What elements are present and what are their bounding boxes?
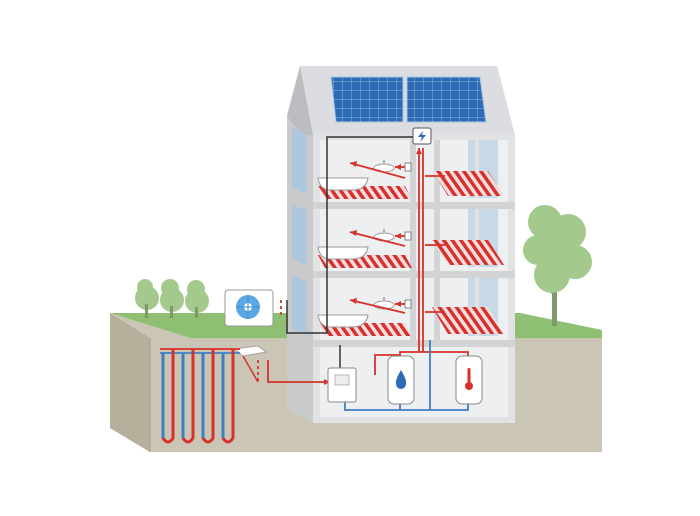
lightning-icon (412, 127, 432, 145)
heat-pump-icon (327, 367, 357, 403)
bathtub-icon (317, 177, 369, 328)
tree-icon (135, 279, 209, 318)
geothermal-probe-icon (160, 345, 267, 444)
tree-icon (523, 205, 592, 326)
solar-panel-icon (330, 76, 487, 123)
valve-icon (404, 162, 412, 309)
hot-water-pipes (257, 148, 469, 383)
water-drop-icon (387, 355, 415, 405)
thermometer-icon (455, 355, 483, 405)
fan-icon (224, 289, 274, 327)
soil-side (110, 313, 150, 452)
flow-arrows (324, 148, 422, 385)
electric-wires (286, 136, 413, 370)
